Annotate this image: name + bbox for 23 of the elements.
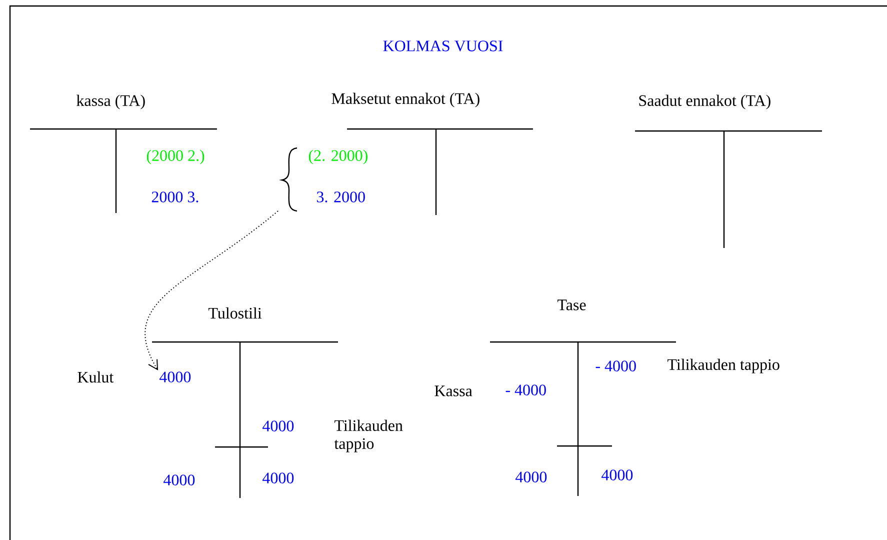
- account-text: Kassa: [434, 386, 472, 396]
- account-text: 2000 3.: [152, 192, 198, 202]
- account-text: - 4000: [506, 384, 546, 396]
- account-text: Tulostili: [208, 307, 262, 319]
- amount-text: 4000: [160, 372, 191, 382]
- account-text: Maksetut ennakot (TA): [332, 92, 480, 108]
- arrow: [144, 210, 278, 370]
- account-text: 3. 2000: [316, 192, 365, 202]
- account-text: 4000: [262, 420, 294, 432]
- account-text: Saadut ennakot (TA): [639, 94, 770, 110]
- account-text: Tilikauden tappio: [334, 420, 403, 452]
- account-text: 4000: [602, 470, 633, 480]
- account-text: Tase: [557, 300, 586, 310]
- account-text: Tilikauden tappio: [667, 358, 780, 374]
- account-text: 4000: [164, 474, 195, 486]
- account-text: 4000: [516, 472, 547, 482]
- account-text: (2000 2.): [146, 150, 204, 164]
- account-text: Kulut: [78, 371, 114, 383]
- account-text: kassa (TA): [76, 94, 145, 110]
- account-text: - 4000: [596, 360, 636, 372]
- curly-brace: [281, 147, 298, 212]
- account-text: 4000: [262, 472, 294, 484]
- title: KOLMAS VUOSI: [383, 40, 503, 52]
